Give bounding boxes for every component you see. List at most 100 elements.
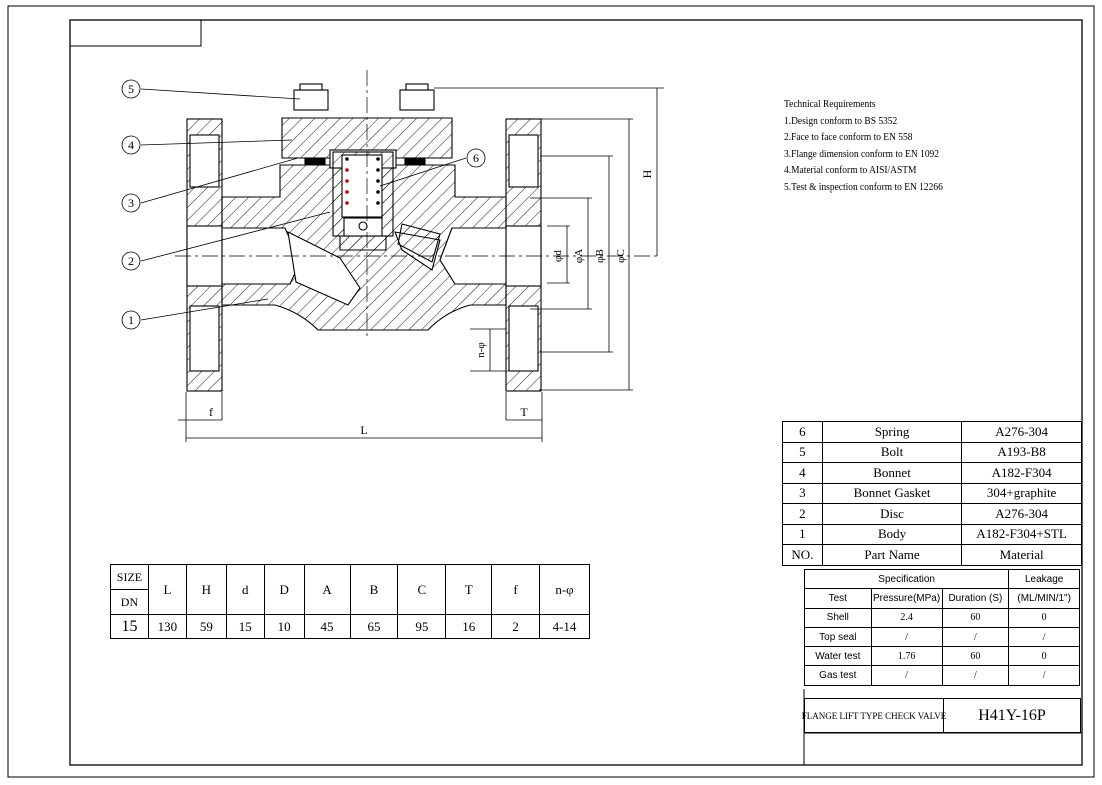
technical-requirements: Technical Requirements 1.Design conform … (784, 96, 943, 196)
col-T: T (445, 564, 493, 615)
tech-req-item: 2.Face to face conform to EN 558 (784, 131, 913, 144)
part-no: 1 (782, 523, 823, 545)
part-material: A276-304 (961, 421, 1082, 443)
corner-box (69, 19, 202, 47)
test-name: Top seal (804, 626, 872, 648)
test-duration: 60 (941, 607, 1010, 628)
header-part-name: Part Name (821, 544, 963, 566)
dn-value: 15 (110, 614, 149, 639)
header-no: NO. (782, 544, 823, 566)
part-no: 3 (782, 482, 823, 504)
col-pressure: Pressure(MPa) (870, 588, 943, 609)
test-leakage: 0 (1008, 607, 1080, 628)
valve-section-drawing (186, 83, 542, 392)
col-n-phi: n-φ (539, 564, 590, 615)
val-H: 59 (185, 614, 227, 639)
test-duration: / (941, 626, 1010, 648)
col-B: B (349, 564, 399, 615)
dim-label-H: H (640, 169, 654, 178)
part-material: A182-F304+STL (961, 523, 1082, 545)
col-d: d (225, 564, 265, 615)
title-block: FLANGE LIFT TYPE CHECK VALVE H41Y-16P (802, 698, 1081, 733)
dimension-lines (178, 87, 664, 442)
dims-value-row: 15 130 59 15 10 45 65 95 16 2 4-14 (110, 614, 590, 639)
val-L: 130 (147, 614, 187, 639)
val-B: 65 (349, 614, 399, 639)
test-pressure: / (870, 665, 943, 686)
part-name: Spring (821, 421, 963, 443)
test-pressure: 2.4 (870, 607, 943, 628)
spec-row: Gas test/// (804, 665, 1080, 686)
test-pressure: 1.76 (870, 646, 943, 667)
test-name: Gas test (804, 665, 872, 686)
product-name: FLANGE LIFT TYPE CHECK VALVE (802, 699, 946, 732)
spring-coils (345, 157, 380, 205)
part-name: Bonnet Gasket (821, 482, 963, 504)
tech-req-item: 1.Design conform to BS 5352 (784, 114, 898, 127)
header-material: Material (961, 544, 1082, 566)
part-no: 4 (782, 462, 823, 484)
callout-2: 2 (128, 254, 134, 268)
col-test: Test (804, 588, 872, 609)
dim-label-L: L (360, 423, 367, 437)
callout-1: 1 (128, 313, 134, 327)
callouts (121, 79, 486, 330)
callout-3: 3 (128, 196, 134, 210)
callout-4: 4 (128, 138, 134, 152)
dimensions-table: SIZE L H d D A B C T f n-φ DN 15 130 59 … (110, 564, 590, 639)
dim-label-d: φd (552, 250, 564, 262)
leakage-group-header: Leakage (1008, 568, 1080, 590)
dim-label-n: n-φ (475, 342, 487, 358)
test-leakage: 0 (1008, 646, 1080, 667)
val-T: 16 (445, 614, 493, 639)
dn-label: DN (110, 589, 149, 615)
tech-req-item: 5.Test & inspection conform to EN 12266 (784, 180, 943, 193)
part-no: 6 (782, 421, 823, 443)
col-A: A (303, 564, 351, 615)
part-material: 304+graphite (961, 482, 1082, 504)
center-lines (175, 70, 660, 340)
dim-label-B: φB (594, 249, 606, 263)
test-duration: 60 (941, 646, 1010, 667)
test-name: Water test (804, 646, 872, 667)
test-duration: / (941, 665, 1010, 686)
test-leakage: / (1008, 665, 1080, 686)
size-label: SIZE (110, 564, 149, 590)
test-name: Shell (804, 607, 872, 628)
spec-row: Top seal/// (804, 626, 1080, 648)
col-D: D (263, 564, 305, 615)
dim-label-f: f (209, 405, 213, 419)
val-f: 2 (491, 614, 540, 639)
col-duration: Duration (S) (941, 588, 1010, 609)
tech-req-heading: Technical Requirements (784, 98, 876, 110)
part-no: 5 (782, 441, 823, 463)
dims-subheader-row: DN (110, 589, 590, 615)
spec-group-header: Specification (803, 568, 1010, 590)
outer-border (7, 5, 1095, 778)
part-name: Bonnet (821, 462, 963, 484)
callout-5: 5 (128, 82, 134, 96)
col-leakage: (ML/MIN/1") (1008, 588, 1080, 609)
test-pressure: / (870, 626, 943, 648)
part-material: A276-304 (961, 503, 1082, 525)
part-material: A182-F304 (961, 462, 1082, 484)
dims-header-row: SIZE L H d D A B C T f n-φ (110, 564, 590, 615)
tech-req-item: 4.Material conform to AISI/ASTM (784, 164, 917, 177)
part-name: Disc (821, 503, 963, 525)
col-L: L (147, 564, 187, 615)
tech-req-item: 3.Flange dimension conform to EN 1092 (784, 147, 940, 160)
callout-6: 6 (473, 151, 479, 165)
part-material: A193-B8 (961, 441, 1082, 463)
dim-label-T: T (520, 405, 528, 419)
